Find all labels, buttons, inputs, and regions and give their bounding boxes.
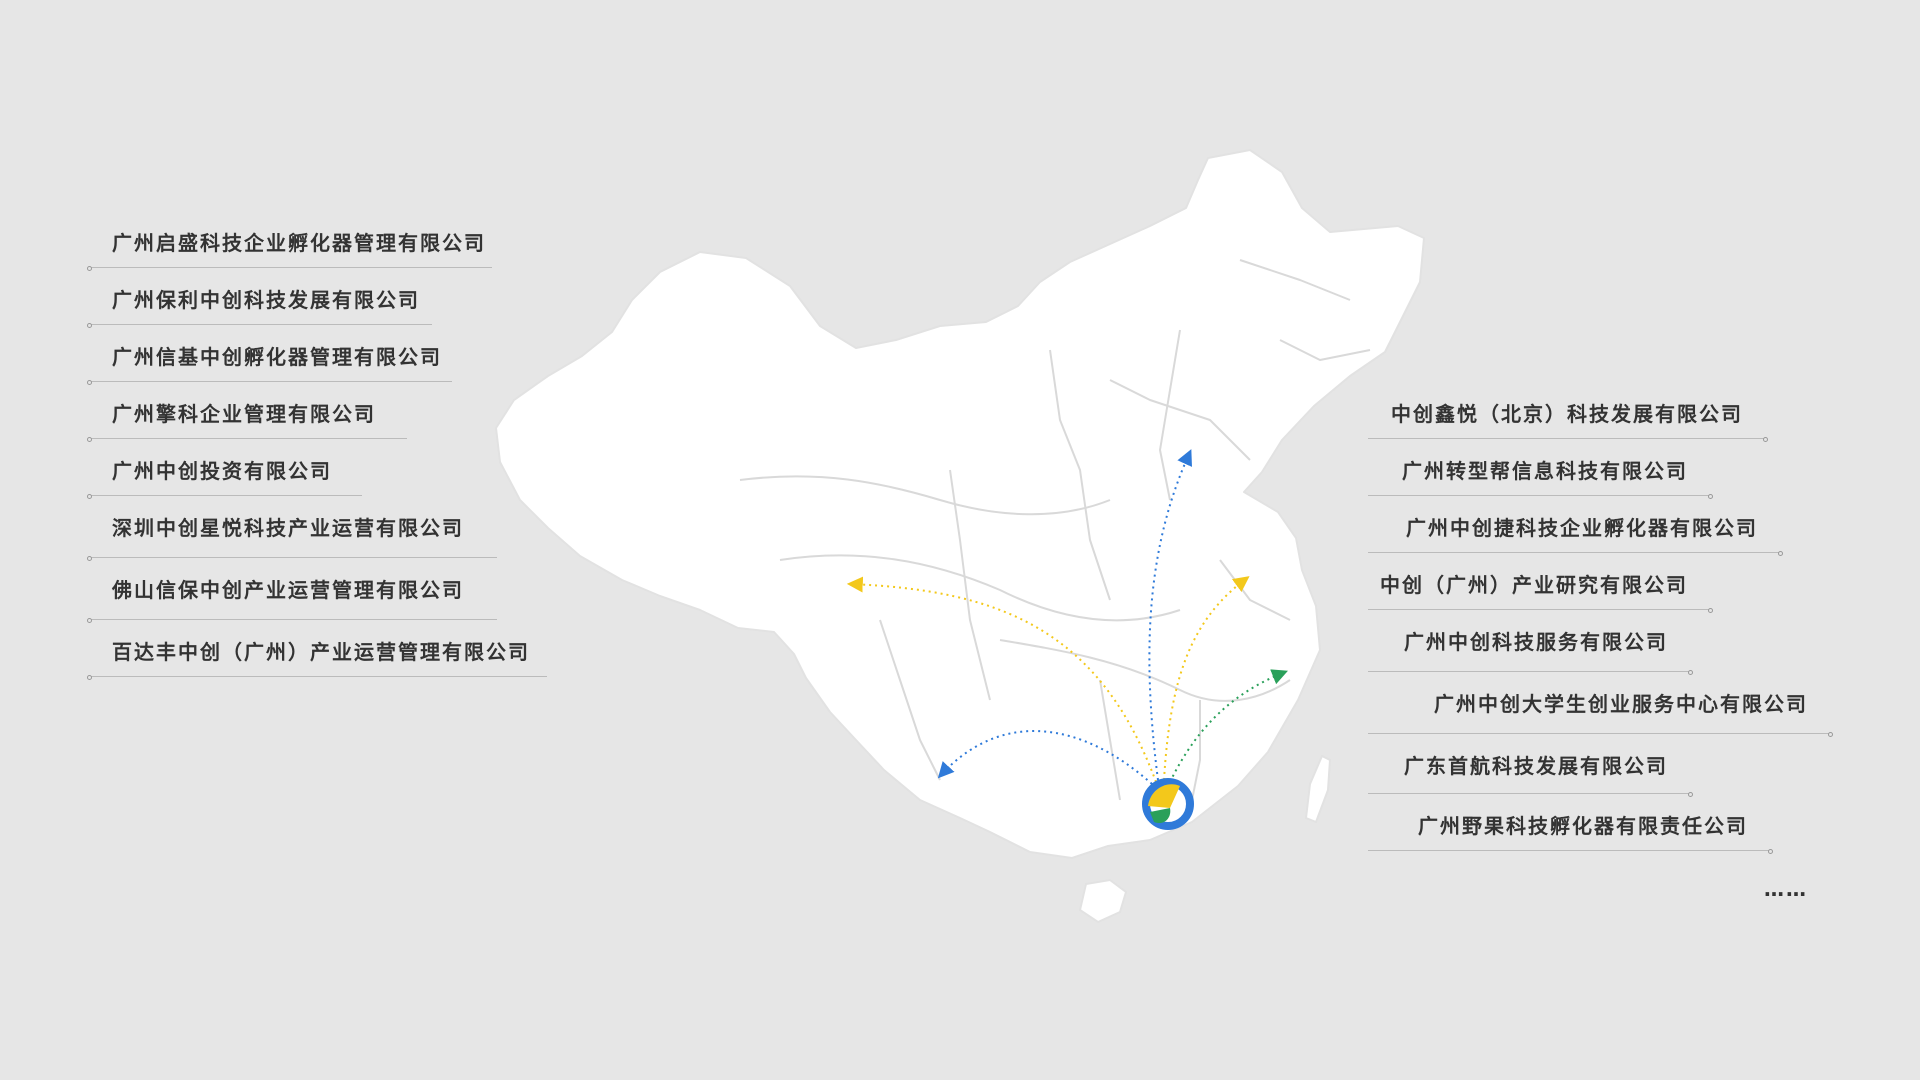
china-mainland xyxy=(495,149,1425,859)
dot-icon xyxy=(87,494,92,499)
list-item: 广州中创投资有限公司 xyxy=(87,452,362,509)
left-company-list: 广州启盛科技企业孵化器管理有限公司 广州保利中创科技发展有限公司 广州信基中创孵… xyxy=(87,224,547,690)
divider xyxy=(1368,850,1770,851)
company-name: 中创鑫悦（北京）科技发展有限公司 xyxy=(1391,402,1743,426)
divider xyxy=(90,676,547,677)
divider xyxy=(90,381,452,382)
dot-icon xyxy=(87,266,92,271)
dot-icon xyxy=(87,675,92,680)
dot-icon xyxy=(1768,849,1773,854)
hub-logo-icon xyxy=(1142,778,1194,830)
company-name: 百达丰中创（广州）产业运营管理有限公司 xyxy=(112,640,530,664)
divider xyxy=(90,438,407,439)
list-item: 百达丰中创（广州）产业运营管理有限公司 xyxy=(87,633,547,690)
dot-icon xyxy=(87,380,92,385)
dot-icon xyxy=(1708,494,1713,499)
dot-icon xyxy=(87,323,92,328)
divider xyxy=(90,619,497,620)
divider xyxy=(1368,733,1830,734)
divider xyxy=(1368,495,1710,496)
arrow-to-beijing xyxy=(1148,449,1192,781)
list-item: 佛山信保中创产业运营管理有限公司 xyxy=(87,571,497,633)
list-item: 中创鑫悦（北京）科技发展有限公司 xyxy=(1368,395,1768,452)
dot-icon xyxy=(1708,608,1713,613)
list-item: 中创（广州）产业研究有限公司 xyxy=(1368,566,1713,623)
divider xyxy=(90,267,492,268)
dot-icon xyxy=(1688,670,1693,675)
divider xyxy=(90,495,362,496)
company-name: 佛山信保中创产业运营管理有限公司 xyxy=(112,578,464,602)
company-name: 广州信基中创孵化器管理有限公司 xyxy=(112,345,442,369)
dot-icon xyxy=(87,437,92,442)
divider xyxy=(1368,671,1690,672)
list-item: 深圳中创星悦科技产业运营有限公司 xyxy=(87,509,497,571)
company-name: 广州中创捷科技企业孵化器有限公司 xyxy=(1406,516,1758,540)
list-item: 广州启盛科技企业孵化器管理有限公司 xyxy=(87,224,492,281)
list-item: 广州信基中创孵化器管理有限公司 xyxy=(87,338,452,395)
list-item: 广州保利中创科技发展有限公司 xyxy=(87,281,432,338)
divider xyxy=(90,557,497,558)
divider xyxy=(90,324,432,325)
list-item: 广州中创大学生创业服务中心有限公司 xyxy=(1368,685,1833,747)
company-name: 广州中创投资有限公司 xyxy=(112,459,332,483)
list-item: 广州中创捷科技企业孵化器有限公司 xyxy=(1368,509,1783,566)
list-item: 广州野果科技孵化器有限责任公司 xyxy=(1368,807,1773,864)
right-company-list: 中创鑫悦（北京）科技发展有限公司 广州转型帮信息科技有限公司 广州中创捷科技企业… xyxy=(1368,395,1833,864)
company-name: 广州转型帮信息科技有限公司 xyxy=(1402,459,1688,483)
divider xyxy=(1368,552,1780,553)
company-name: 广州保利中创科技发展有限公司 xyxy=(112,288,420,312)
divider xyxy=(1368,438,1765,439)
arrows xyxy=(846,449,1288,785)
dot-icon xyxy=(1828,732,1833,737)
company-name: 广州擎科企业管理有限公司 xyxy=(112,402,376,426)
company-name: 广州启盛科技企业孵化器管理有限公司 xyxy=(112,231,486,255)
more-ellipsis: …… xyxy=(1764,877,1808,901)
list-item: 广州转型帮信息科技有限公司 xyxy=(1368,452,1713,509)
divider xyxy=(1368,609,1710,610)
list-item: 广州中创科技服务有限公司 xyxy=(1368,623,1693,685)
company-name: 广州中创科技服务有限公司 xyxy=(1404,630,1668,654)
dot-icon xyxy=(1763,437,1768,442)
list-item: 广州擎科企业管理有限公司 xyxy=(87,395,407,452)
company-name: 广州中创大学生创业服务中心有限公司 xyxy=(1434,692,1808,716)
divider xyxy=(1368,793,1690,794)
company-name: 深圳中创星悦科技产业运营有限公司 xyxy=(112,516,464,540)
province-borders xyxy=(739,259,1371,811)
dot-icon xyxy=(1778,551,1783,556)
dot-icon xyxy=(87,618,92,623)
dot-icon xyxy=(87,556,92,561)
arrow-to-tibet xyxy=(846,576,1157,783)
dot-icon xyxy=(1688,792,1693,797)
company-name: 中创（广州）产业研究有限公司 xyxy=(1380,573,1688,597)
hainan-island xyxy=(1078,878,1128,924)
company-name: 广东首航科技发展有限公司 xyxy=(1404,754,1668,778)
company-name: 广州野果科技孵化器有限责任公司 xyxy=(1418,814,1748,838)
taiwan-island xyxy=(1304,754,1332,824)
list-item: 广东首航科技发展有限公司 xyxy=(1368,747,1693,807)
